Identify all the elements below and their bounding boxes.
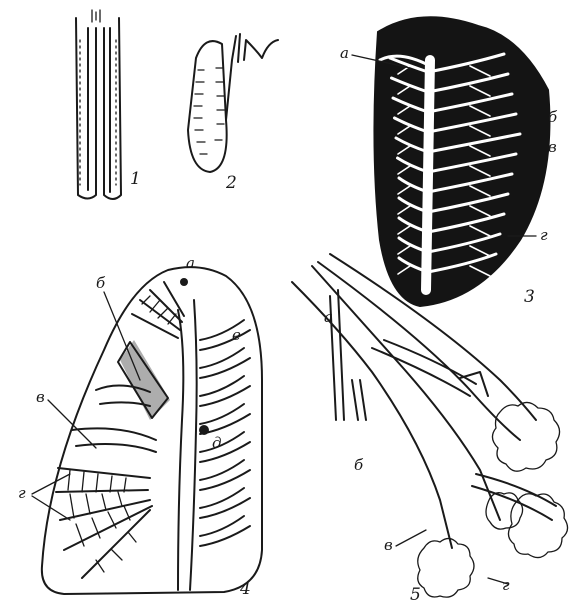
panel-4-label-e: е	[232, 326, 241, 344]
panel-5-leader-v	[396, 530, 426, 546]
panel-2-number: 2	[225, 173, 237, 193]
panel-4-label-a-top: а	[186, 254, 195, 272]
panel-3-label-a: а	[340, 44, 349, 62]
panel-5-label-a: а	[324, 308, 333, 326]
panel-4-label-g: г	[18, 484, 26, 502]
panel-3-lung-section	[374, 17, 549, 306]
panel-3-label-b: б	[548, 108, 558, 126]
panel-4-leader-g	[32, 474, 70, 520]
panel-4-label-v: в	[36, 388, 45, 406]
panel-5-label-g: г	[502, 576, 510, 594]
panel-4-label-d: д	[212, 434, 222, 452]
panel-1-tube-lungs	[76, 10, 121, 199]
panel-3-label-v: в	[548, 138, 557, 156]
panel-5-number: 5	[410, 585, 421, 605]
panel-2-sac-lung	[188, 34, 278, 172]
panel-3-label-g: г	[540, 226, 548, 244]
panel-4-label-b: б	[96, 274, 106, 292]
panel-4-leader-v	[48, 400, 96, 448]
panel-3-number: 3	[524, 287, 535, 307]
panel-5-label-v: в	[384, 536, 393, 554]
panel-5-label-b: б	[354, 456, 364, 474]
panel-1-number: 1	[130, 169, 141, 189]
panel-4-lung-lobe	[42, 267, 262, 594]
panel-4-number: 4	[239, 579, 251, 599]
